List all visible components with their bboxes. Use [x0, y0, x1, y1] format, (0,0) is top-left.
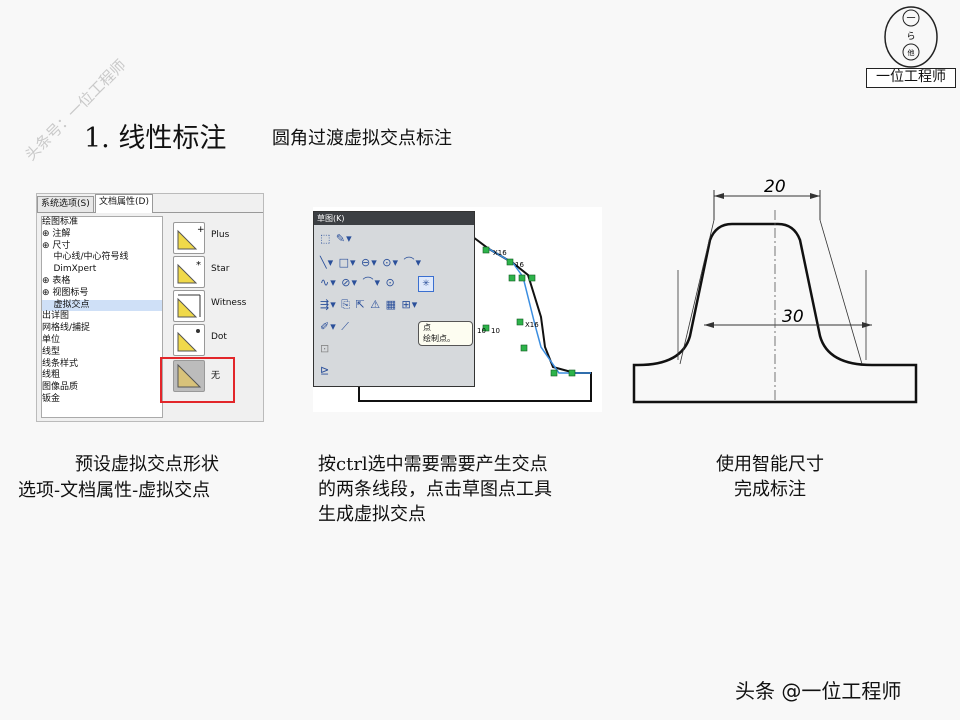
- tree-item-annotations[interactable]: ⊕ 注解: [42, 228, 71, 239]
- section-title: 1. 线性标注: [84, 123, 227, 154]
- caption-2-line-2: 的两条线段，点击草图点工具: [318, 479, 552, 500]
- logo-label: 一位工程师: [866, 68, 956, 88]
- dimension-drawing: 20 30: [630, 170, 920, 405]
- svg-text:*: *: [196, 260, 201, 271]
- toolbar-row-6[interactable]: ⊡: [320, 342, 331, 355]
- caption-1b: 选项-文档属性-虚拟交点: [18, 478, 210, 503]
- caption-3-line-2: 完成标注: [734, 479, 806, 500]
- tree-item-detailing[interactable]: 出详图: [42, 311, 70, 322]
- svg-text:+: +: [197, 225, 204, 235]
- sketch-toolbar-screenshot: X16 16 X16 10 10 草图(K) ⬚ ✎▾ ╲▾ □▾ ⊖▾ ⊙▾ …: [313, 207, 602, 412]
- caption-3: 使用智能尺寸 完成标注: [690, 452, 850, 502]
- tree-item-centerlines[interactable]: 中心线/中心符号线: [42, 252, 129, 263]
- section-subtitle: 圆角过渡虚拟交点标注: [272, 128, 452, 149]
- tree-item-line-style[interactable]: 线条样式: [42, 358, 79, 369]
- logo-mid-char: ら: [906, 31, 915, 42]
- sketch-label-4: 10: [491, 327, 500, 335]
- sketch-label-1: X16: [493, 249, 507, 257]
- option-witness[interactable]: Witness: [171, 290, 261, 324]
- dimension-middle: 30: [782, 307, 804, 327]
- options-dialog-screenshot: 系统选项(S) 文档属性(D) 绘图标准 ⊕ 注解 ⊕ 尺寸 中心线/中心符号线…: [36, 193, 264, 422]
- tree-item-view-labels[interactable]: ⊕ 视图标号: [42, 287, 89, 298]
- caption-2-line-3: 生成虚拟交点: [318, 504, 426, 525]
- tree-item-sheet-metal[interactable]: 钣金: [42, 393, 61, 404]
- author-credit: 头条 @一位工程师: [735, 679, 902, 703]
- sketch-label-3: X16: [525, 321, 539, 329]
- toolbar-row-5[interactable]: ✐▾ ⟋: [320, 320, 350, 333]
- toolbar-row-3[interactable]: ∿▾ ⊘▾ ⌒▾ ⊙: [320, 276, 396, 289]
- option-star-label: Star: [211, 264, 230, 274]
- option-plus-label: Plus: [211, 230, 230, 240]
- sketch-toolbar: 草图(K) ⬚ ✎▾ ╲▾ □▾ ⊖▾ ⊙▾ ⌒▾ ∿▾ ⊘▾ ⌒▾ ⊙ ✳ ⇶…: [313, 211, 475, 387]
- logo-top-char: 一: [906, 14, 915, 24]
- caption-1-line-2: 选项-文档属性-虚拟交点: [18, 480, 211, 501]
- caption-2: 按ctrl选中需要需要产生交点 的两条线段，点击草图点工具 生成虚拟交点: [318, 452, 552, 527]
- tree-item-dimensions[interactable]: ⊕ 尺寸: [42, 240, 71, 251]
- tooltip-title: 点: [423, 323, 431, 332]
- tree-item-grid-snap[interactable]: 网格线/捕捉: [42, 323, 91, 334]
- point-tool-icon[interactable]: ✳: [418, 276, 434, 292]
- virtual-sharp-witness-icon: [173, 290, 205, 322]
- caption-2-line-1: 按ctrl选中需要需要产生交点: [318, 454, 548, 475]
- logo-seal-icon: 一 ら 他: [884, 6, 938, 68]
- tab-system-options[interactable]: 系统选项(S): [37, 196, 94, 212]
- virtual-sharp-dot-icon: [173, 324, 205, 356]
- virtual-sharp-plus-icon: +: [173, 222, 205, 254]
- tab-document-properties[interactable]: 文档属性(D): [95, 194, 153, 213]
- option-witness-label: Witness: [211, 298, 247, 308]
- virtual-sharp-star-icon: *: [173, 256, 205, 288]
- toolbar-row-4[interactable]: ⇶▾ ⎘ ⇱ ⚠ ▦ ⊞▾: [320, 298, 419, 311]
- tree-item-line-font[interactable]: 线型: [42, 346, 61, 357]
- tree-item-virtual-sharps[interactable]: 虚拟交点: [42, 299, 162, 312]
- highlight-frame: [160, 357, 235, 403]
- caption-1: 预设虚拟交点形状: [52, 452, 242, 477]
- toolbar-title: 草图(K): [314, 212, 474, 225]
- sketch-label-5: 10: [477, 327, 486, 335]
- options-tree: 绘图标准 ⊕ 注解 ⊕ 尺寸 中心线/中心符号线 DimXpert ⊕ 表格 ⊕…: [41, 216, 163, 418]
- logo: 一 ら 他 一位工程师: [866, 4, 956, 88]
- sketch-drawing: X16 16 X16 10 10: [358, 236, 592, 402]
- options-tabs: 系统选项(S) 文档属性(D): [37, 194, 263, 213]
- tooltip-description: 绘制点。: [423, 334, 455, 343]
- caption-1-line-1: 预设虚拟交点形状: [75, 454, 219, 475]
- dimension-top: 20: [764, 177, 786, 197]
- option-star[interactable]: * Star: [171, 256, 261, 290]
- point-tooltip: 点 绘制点。: [418, 321, 473, 346]
- tree-item-tables[interactable]: ⊕ 表格: [42, 275, 71, 286]
- logo-bottom-char: 他: [908, 48, 915, 57]
- sketch-label-2: 16: [515, 261, 524, 269]
- option-none[interactable]: 无: [171, 360, 261, 394]
- virtual-sharp-none-icon: [173, 360, 205, 392]
- option-dot-label: Dot: [211, 332, 227, 342]
- tree-item-line-thickness[interactable]: 线粗: [42, 370, 61, 381]
- caption-3-line-1: 使用智能尺寸: [716, 454, 824, 475]
- toolbar-row-7[interactable]: ⊵: [320, 364, 331, 377]
- tree-item-dimxpert[interactable]: DimXpert: [42, 264, 97, 275]
- option-none-label: 无: [211, 371, 221, 381]
- tree-item-image-quality[interactable]: 图像品质: [42, 382, 79, 393]
- option-dot[interactable]: Dot: [171, 324, 261, 358]
- tree-item-drafting-standard[interactable]: 绘图标准: [42, 217, 79, 227]
- toolbar-row-1[interactable]: ⬚ ✎▾: [320, 232, 353, 245]
- toolbar-row-2[interactable]: ╲▾ □▾ ⊖▾ ⊙▾ ⌒▾: [320, 256, 423, 269]
- profile-drawing-svg: 20 30: [632, 177, 918, 404]
- tree-item-units[interactable]: 单位: [42, 334, 61, 345]
- option-plus[interactable]: + Plus: [171, 222, 261, 256]
